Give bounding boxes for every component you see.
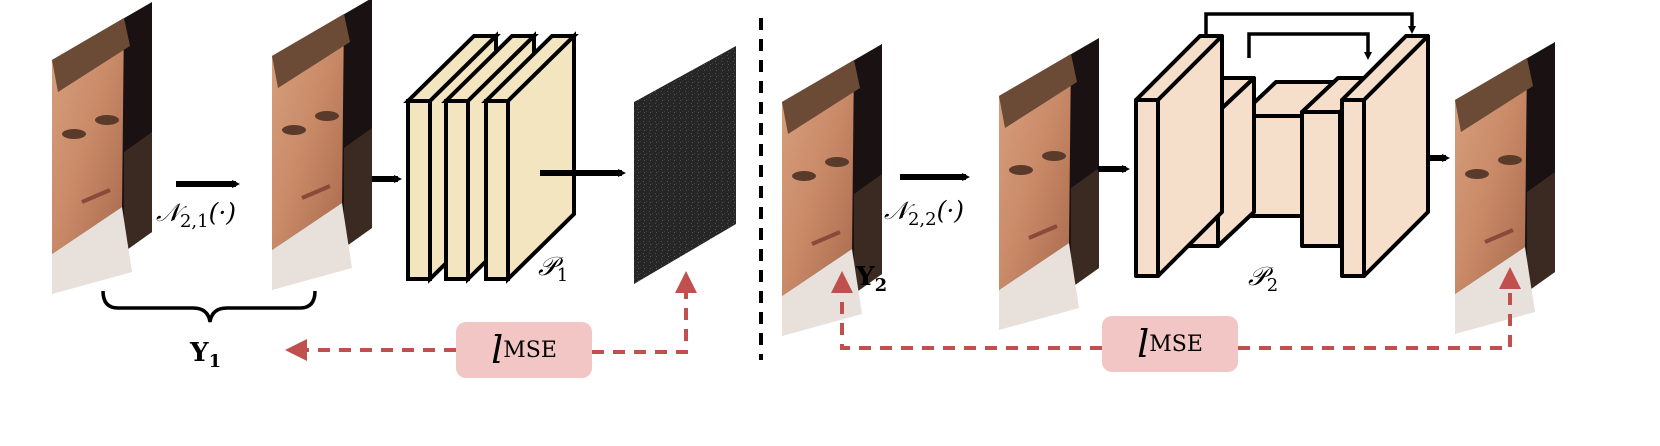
restored-face-output [1453, 40, 1557, 336]
pair-label-y1: Y1 [190, 338, 222, 372]
network-p2 [1134, 34, 1430, 278]
network-label-p1: 𝒫1 [538, 252, 569, 286]
loss-arrow-to-target [831, 271, 1102, 350]
loss-arrow-to-output [1238, 267, 1521, 350]
degradation-operator-1: 𝒩2,1(·) [156, 198, 237, 232]
skip-connections [1204, 12, 1416, 60]
noisy-face-image-1 [270, 0, 374, 292]
noise-map-output [634, 46, 736, 284]
clean-face-image-1 [50, 0, 154, 296]
network-p1 [403, 31, 579, 284]
pair-brace [101, 290, 317, 323]
network-label-p2: 𝒫2 [1248, 262, 1279, 296]
target-label-y2: Y2 [856, 262, 888, 296]
degraded-face-image-2 [997, 36, 1101, 332]
degradation-operator-2: 𝒩2,2(·) [884, 196, 965, 230]
loss-arrow-to-noise [592, 271, 697, 354]
